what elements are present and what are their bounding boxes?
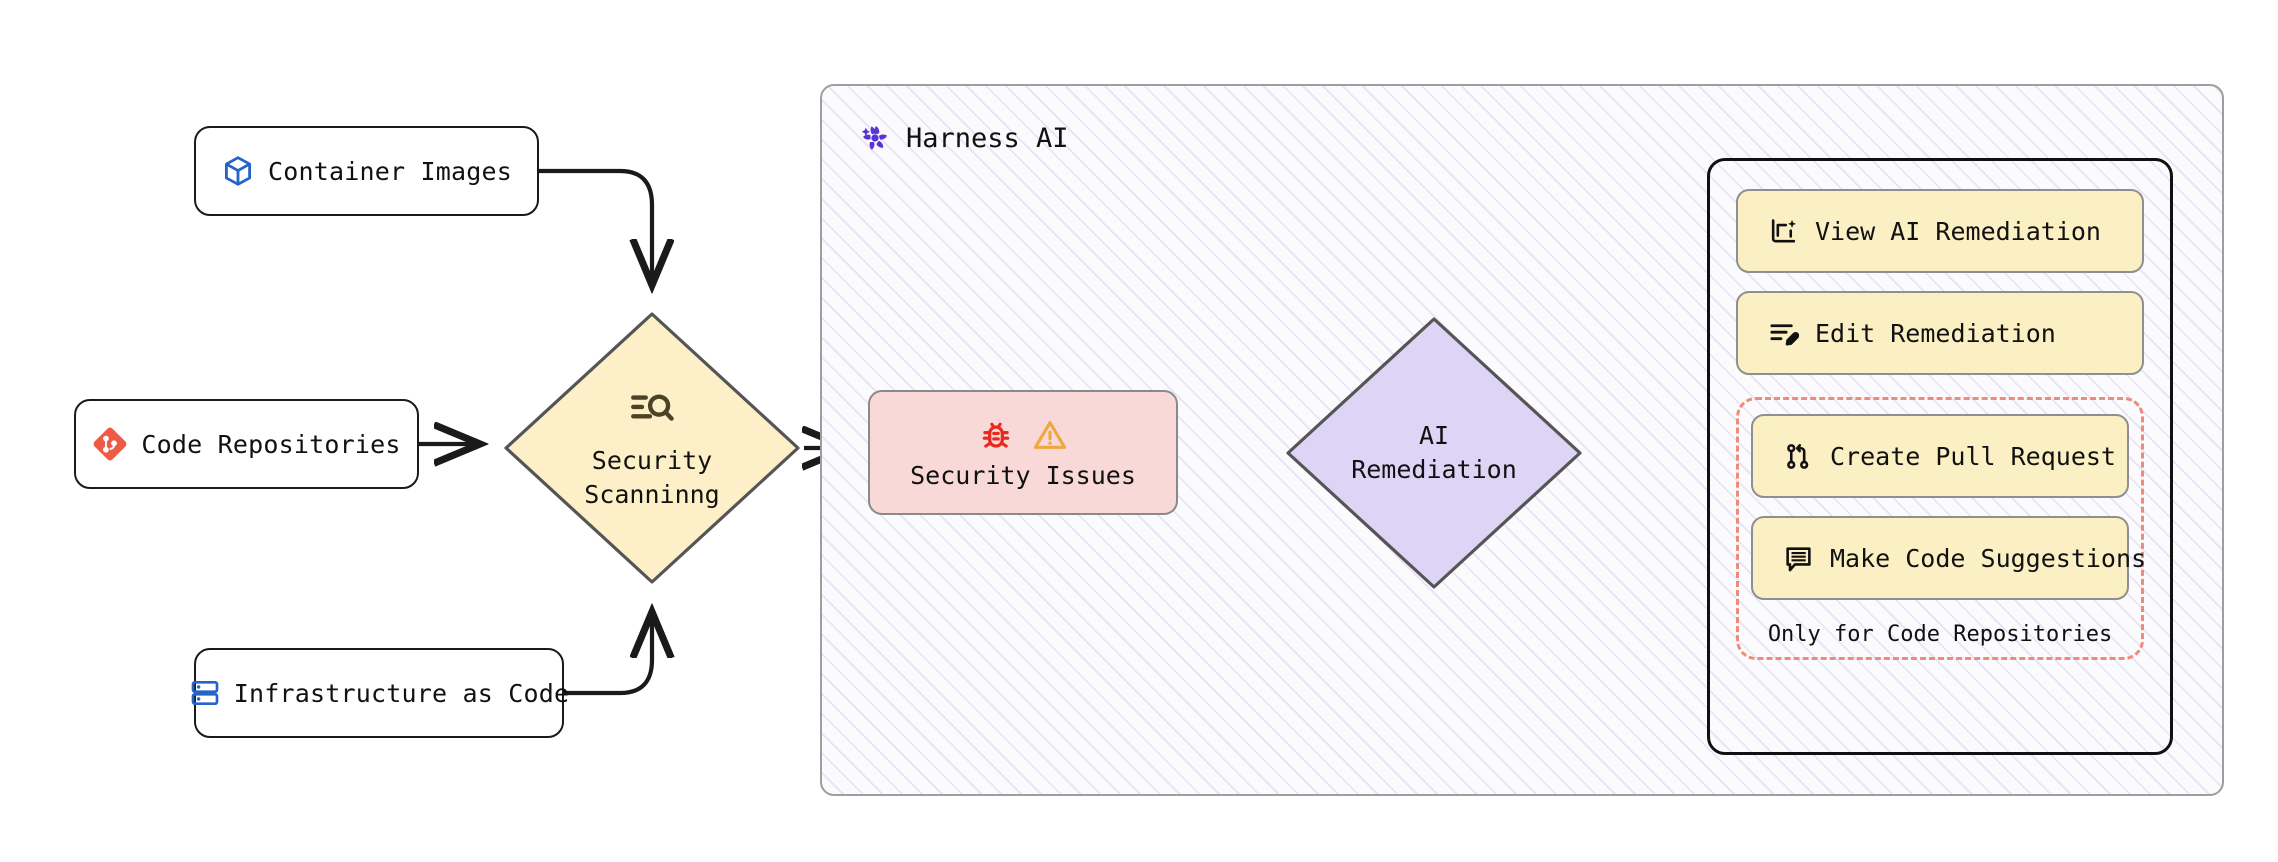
make-code-suggestions-button[interactable]: Make Code Suggestions — [1751, 516, 2146, 600]
button-label: Edit Remediation — [1815, 318, 2056, 348]
harness-ai-title: Harness AI — [858, 121, 1069, 155]
button-label: Create Pull Request — [1830, 441, 2116, 471]
node-infrastructure-as-code[interactable]: Infrastructure as Code — [191, 648, 569, 738]
diamond-shape — [504, 312, 800, 584]
sparkle-image-icon — [1768, 216, 1799, 247]
button-label: View AI Remediation — [1815, 216, 2101, 246]
node-label: Security Issues — [910, 460, 1136, 490]
node-code-repositories[interactable]: Code Repositories — [74, 399, 419, 489]
node-label: Container Images — [267, 156, 513, 186]
node-container-images[interactable]: Container Images — [194, 126, 539, 216]
button-label: Make Code Suggestions — [1830, 543, 2147, 573]
git-diamond-icon — [92, 426, 128, 462]
remediation-actions-container: View AI Remediation Edit Remediation — [1707, 158, 2173, 755]
harness-ai-title-label: Harness AI — [906, 122, 1069, 154]
node-label: Code Repositories — [141, 429, 401, 459]
create-pull-request-button[interactable]: Create Pull Request — [1751, 414, 2129, 498]
warning-triangle-icon — [1031, 416, 1069, 454]
code-repositories-only-group: Create Pull Request Make Code Suggestion… — [1736, 397, 2146, 660]
node-security-issues[interactable]: Security Issues — [868, 390, 1178, 515]
node-ai-remediation[interactable]: AI Remediation — [1282, 313, 1586, 593]
edit-remediation-button[interactable]: Edit Remediation — [1736, 291, 2144, 375]
node-label: Infrastructure as Code — [233, 678, 570, 708]
harness-pinwheel-icon — [858, 121, 892, 155]
diamond-shape — [1286, 317, 1582, 589]
lines-pencil-icon — [1768, 318, 1799, 349]
code-only-caption: Only for Code Repositories — [1767, 622, 2113, 647]
cube-icon — [221, 154, 255, 188]
server-stack-icon — [189, 677, 221, 709]
node-security-scanning[interactable]: Security Scanninng — [500, 308, 804, 588]
pull-request-icon — [1783, 441, 1814, 472]
comment-lines-icon — [1783, 543, 1814, 574]
view-ai-remediation-button[interactable]: View AI Remediation — [1736, 189, 2144, 273]
bug-icon — [977, 416, 1015, 454]
